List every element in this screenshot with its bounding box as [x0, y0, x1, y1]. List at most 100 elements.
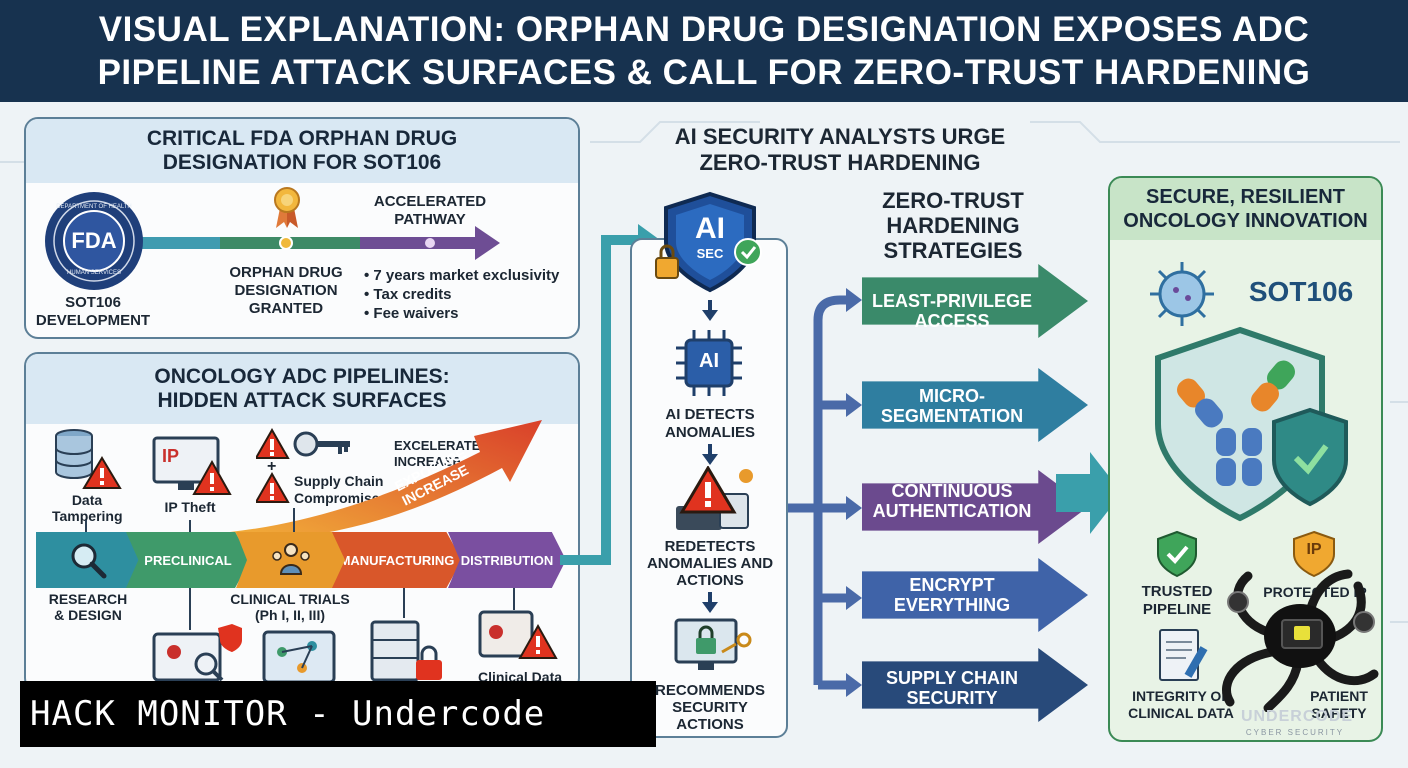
header-title-line1: VISUAL EXPLANATION: ORPHAN DRUG DESIGNAT… [98, 10, 1310, 49]
award-ribbon-icon [274, 187, 300, 228]
sot106-product-label: SOT106 [1248, 276, 1354, 307]
redetects-label: REDETECTS ANOMALIES AND ACTIONS [640, 538, 780, 589]
ai-title-line1: AI SECURITY ANALYSTS URGE [674, 124, 1006, 149]
research-line1: RESEARCH [48, 591, 128, 607]
server-rack-warning-icon [370, 620, 442, 682]
down-arrow-icon [702, 592, 718, 613]
strategy-line1: SUPPLY CHAIN [885, 668, 1019, 688]
excelerate-line2: INCREASE [394, 454, 462, 469]
strategy-line1: MICRO- [919, 386, 985, 406]
ai-title-line2: ZERO-TRUST HARDENING [699, 150, 981, 175]
ai-detects-label: AI DETECTS ANOMALIES [640, 406, 780, 442]
trusted-line1: TRUSTED [1141, 583, 1213, 600]
hack-monitor-watermark: HACK MONITOR - Undercode [20, 681, 656, 747]
monitor-lock-key-icon [674, 618, 752, 670]
accelerated-pathway-label: ACCELERATED PATHWAY [362, 193, 498, 229]
threat-connectors [85, 508, 515, 630]
designation-line3: GRANTED [248, 300, 324, 317]
stage-research [36, 532, 140, 588]
recommends-line2: SECURITY [672, 699, 748, 716]
fda-seal-ring-top: DEPARTMENT OF HEALTH [56, 204, 132, 210]
recommends-label: RECOMMENDS SECURITY ACTIONS [640, 682, 780, 733]
ai-analysts-title: AI SECURITY ANALYSTS URGE ZERO-TRUST HAR… [640, 124, 1040, 176]
patient-safety-label: PATIENT SAFETY [1294, 688, 1384, 722]
data-tampering-line2: Tampering [52, 508, 123, 524]
stage-clinical-trials [236, 532, 346, 588]
down-arrow-icon [702, 300, 718, 321]
virus-cell-icon [1150, 262, 1214, 326]
adc-title-line2: HIDDEN ATTACK SURFACES [157, 389, 447, 412]
supply-chain-line1: Supply Chain [294, 473, 384, 489]
clinical-line2: (Ph I, II, III) [255, 607, 325, 623]
detects-line1: AI DETECTS [665, 406, 755, 423]
recommends-line3: ACTIONS [676, 716, 744, 733]
trusted-line2: PIPELINE [1142, 601, 1212, 618]
exposure-increase-arrow [230, 420, 542, 542]
shield-ai-text: AI [695, 212, 725, 245]
fda-seal-icon: FDA DEPARTMENT OF HEALTH HUMAN SERVICES [43, 190, 145, 292]
sot106-development-label: SOT106 DEVELOPMENT [28, 294, 158, 330]
trusted-shield-icon [1157, 530, 1197, 578]
key-warning-icon [256, 428, 350, 503]
undercode-logo-text: UNDERCODE [1240, 708, 1354, 725]
redetects-line2: ANOMALIES AND [646, 555, 774, 572]
ai-sec-shield-icon: AI SEC [654, 190, 766, 294]
strategy-line1: LEAST-PRIVILEGE [871, 291, 1033, 311]
clinical-data-warning-icon [478, 610, 558, 659]
ai-chip-icon: AI [674, 328, 744, 398]
strategies-title-line1: ZERO-TRUST [882, 188, 1024, 213]
research-design-label: RESEARCH & DESIGN [40, 591, 136, 623]
strategy-continuous-authentication-label: CONTINUOUS AUTHENTICATION [862, 481, 1042, 521]
plus-sign: + [267, 458, 277, 475]
strategy-line1: CONTINUOUS [891, 481, 1013, 501]
magnifier-icon [71, 543, 107, 579]
people-group-icon [272, 543, 310, 575]
benefit-text: 7 years market exclusivity [373, 267, 560, 284]
anomaly-warning-terminal-icon [676, 466, 753, 530]
fda-title-line1: CRITICAL FDA ORPHAN DRUG [146, 127, 458, 150]
trusted-pipeline-label: TRUSTED PIPELINE [1130, 583, 1224, 619]
stage-preclinical-label: PRECLINICAL [144, 552, 232, 568]
adc-title-line1: ONCOLOGY ADC PIPELINES: [154, 365, 450, 388]
data-tampering-line1: Data [71, 492, 103, 508]
secure-title-line2: ONCOLOGY INNOVATION [1123, 210, 1368, 232]
strategy-branch-connector [788, 288, 862, 697]
clinical-data-integrity-label: INTEGRITY OF CLINICAL DATA [1120, 688, 1242, 722]
clinical-line1: CLINICAL TRIALS [230, 591, 350, 607]
ip-shield-text: IP [1306, 541, 1322, 558]
benefit-item: • Tax credits [364, 286, 452, 303]
integrity-line1: INTEGRITY OF [1132, 688, 1230, 704]
excelerate-increase-label: EXCELERATE INCREASE [394, 438, 504, 470]
strategies-title-line2: HARDENING [886, 213, 1020, 238]
shield-sec-text: SEC [696, 246, 724, 261]
secure-title-line1: SECURE, RESILIENT [1146, 186, 1345, 208]
patient-line2: SAFETY [1311, 705, 1367, 721]
strategy-line2: SECURITY [906, 688, 998, 708]
development-line1: SOT106 [65, 294, 121, 311]
fda-panel-title: CRITICAL FDA ORPHAN DRUG DESIGNATION FOR… [26, 119, 578, 183]
network-monitor-icon [262, 630, 336, 684]
fda-seal-text: FDA [71, 228, 117, 253]
fda-seal-ring-bottom: HUMAN SERVICES [67, 270, 121, 276]
page-header: VISUAL EXPLANATION: ORPHAN DRUG DESIGNAT… [0, 0, 1408, 102]
adc-panel-title: ONCOLOGY ADC PIPELINES: HIDDEN ATTACK SU… [26, 354, 578, 424]
research-line2: & DESIGN [54, 607, 122, 623]
strategy-supply-chain-security-label: SUPPLY CHAIN SECURITY [862, 668, 1042, 708]
strategy-line2: AUTHENTICATION [872, 501, 1032, 521]
benefit-item: • Fee waivers [364, 305, 459, 322]
fda-title-line2: DESIGNATION FOR SOT106 [162, 151, 442, 174]
document-pen-icon [1159, 629, 1208, 681]
recommends-line1: RECOMMENDS [654, 682, 765, 699]
stage-distribution: DISTRIBUTION [448, 532, 566, 588]
undercode-octopus-logo [1222, 569, 1379, 712]
integrity-line2: CLINICAL DATA [1128, 705, 1234, 721]
benefit-text: Tax credits [373, 286, 452, 303]
strategies-title-line3: STRATEGIES [883, 238, 1023, 263]
id-card-lock-icon [152, 624, 242, 682]
supply-chain-compromise-label: Supply Chain Compromise [294, 473, 414, 507]
designation-granted-label: ORPHAN DRUG DESIGNATION GRANTED [222, 264, 350, 318]
supply-chain-line2: Compromise [294, 490, 380, 506]
stage-manufacturing: MANUFACTURING [332, 532, 462, 588]
ip-theft-monitor-icon: IP [152, 436, 232, 496]
strategy-line2: ACCESS [914, 311, 990, 331]
